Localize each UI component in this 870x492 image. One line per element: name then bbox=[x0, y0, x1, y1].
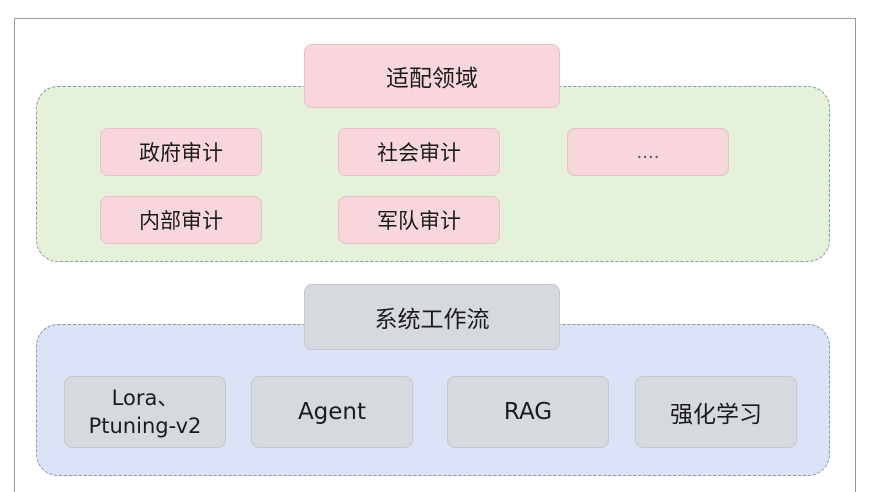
workflow-rag: RAG bbox=[447, 376, 609, 448]
domains-title: 适配领域 bbox=[304, 44, 560, 108]
workflow-title: 系统工作流 bbox=[304, 284, 560, 350]
workflow-lora-ptuning: Lora、 Ptuning-v2 bbox=[64, 376, 226, 448]
domain-military-audit: 军队审计 bbox=[338, 196, 500, 244]
outer-frame bbox=[14, 18, 856, 492]
domain-social-audit: 社会审计 bbox=[338, 128, 500, 176]
domain-more: .... bbox=[567, 128, 729, 176]
workflow-reinforcement-learning: 强化学习 bbox=[635, 376, 797, 448]
workflow-lora-label: Lora、 bbox=[111, 386, 179, 410]
workflow-ptuning-label: Ptuning-v2 bbox=[88, 414, 202, 438]
workflow-agent: Agent bbox=[251, 376, 413, 448]
domain-government-audit: 政府审计 bbox=[100, 128, 262, 176]
domain-internal-audit: 内部审计 bbox=[100, 196, 262, 244]
